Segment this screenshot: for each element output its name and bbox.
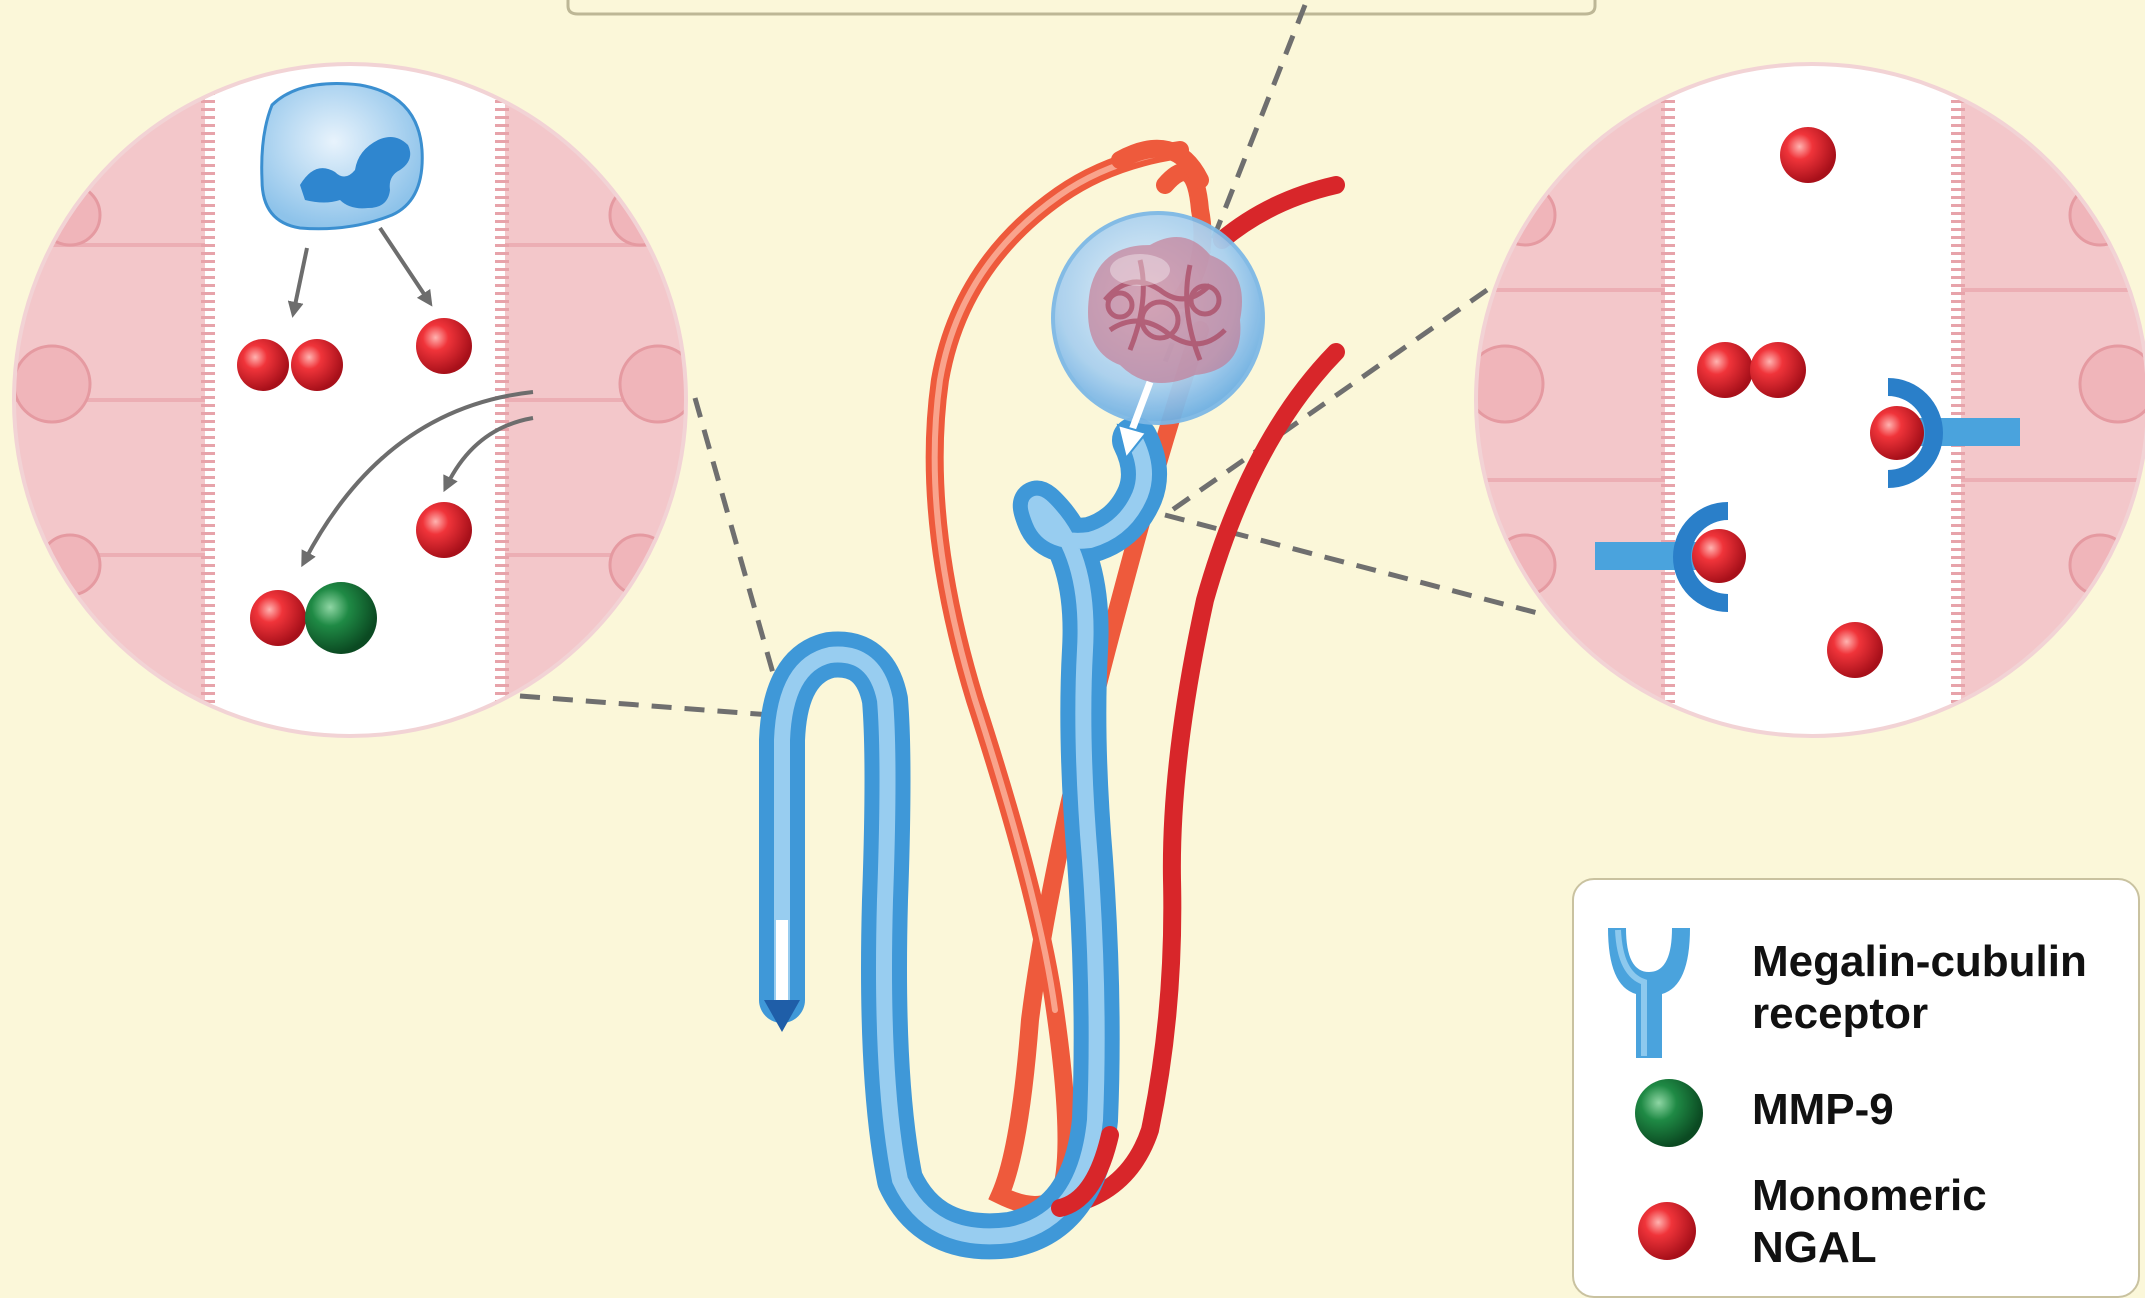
legend-label-ngal: Monomeric NGAL xyxy=(1752,1170,1987,1274)
cell-nucleus xyxy=(610,185,670,245)
ngal-sphere-icon xyxy=(1636,1200,1698,1262)
cell-nucleus xyxy=(14,346,90,422)
glomerulus xyxy=(1053,213,1263,423)
efferent-vessel xyxy=(1222,185,1336,240)
mmp9-sphere-icon xyxy=(1632,1076,1706,1150)
legend: Megalin-cubulin receptor MMP-9 Monomeric… xyxy=(1572,878,2140,1298)
legend-label-receptor: Megalin-cubulin receptor xyxy=(1752,936,2087,1040)
cell-nucleus xyxy=(2080,346,2145,422)
cell-nucleus xyxy=(610,535,670,595)
legend-label-mmp9: MMP-9 xyxy=(1752,1084,1894,1136)
cell-nucleus xyxy=(1495,535,1555,595)
top-panel-edge xyxy=(568,0,1595,14)
ngal-monomer xyxy=(1827,622,1883,678)
ngal-monomer xyxy=(416,502,472,558)
ngal-monomer xyxy=(416,318,472,374)
megalin-cubulin-receptor-icon xyxy=(1604,920,1694,1060)
neutrophil-cell-icon xyxy=(262,84,423,229)
ngal-monomer xyxy=(1780,127,1836,183)
cell-nucleus xyxy=(2070,535,2130,595)
